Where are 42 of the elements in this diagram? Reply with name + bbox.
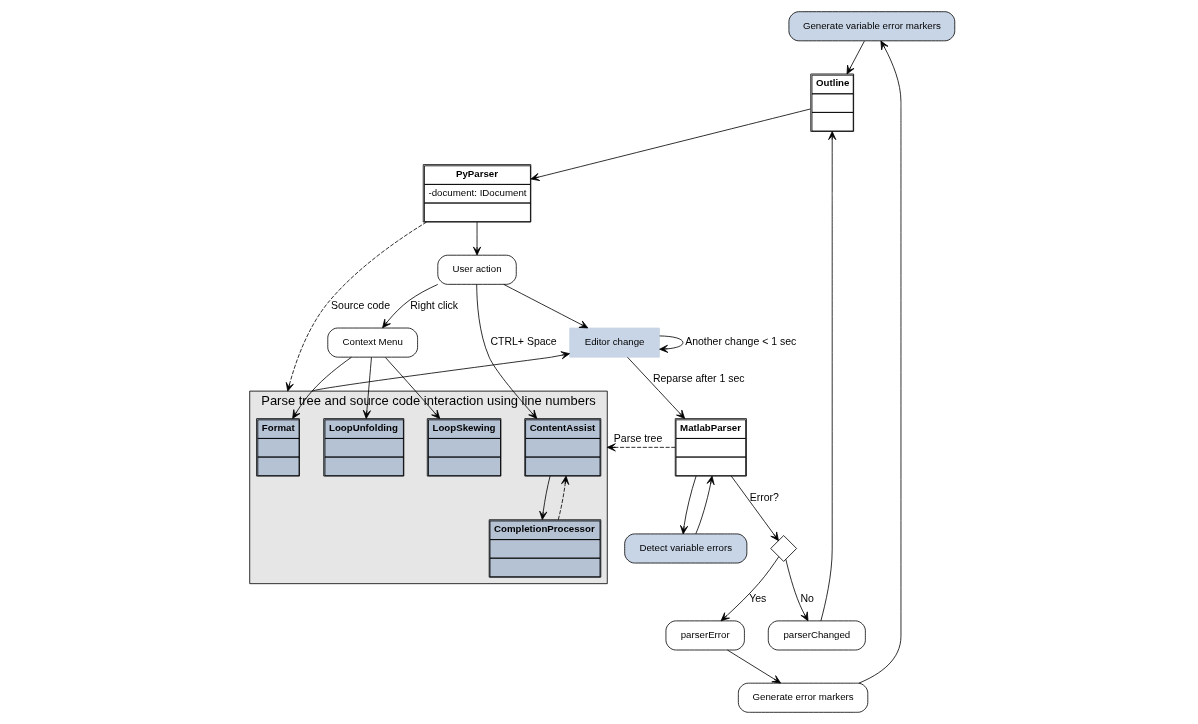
arrow xyxy=(503,284,589,329)
arrow xyxy=(311,351,570,392)
arrow xyxy=(727,649,781,684)
edge-label: No xyxy=(800,591,814,604)
arrow xyxy=(292,356,352,419)
arrow xyxy=(695,475,715,535)
arrow xyxy=(627,356,686,419)
node-box: parserError xyxy=(665,620,745,651)
node-box: Editor change xyxy=(569,327,660,358)
arrow xyxy=(362,356,372,419)
node-box: parserChanged xyxy=(767,620,866,651)
arrow xyxy=(730,475,779,542)
arrow xyxy=(785,558,809,622)
node-box: User action xyxy=(437,254,517,285)
arrow xyxy=(846,40,865,75)
node-box: Generate variable error markers xyxy=(788,11,956,42)
arrow xyxy=(382,284,439,329)
node-box: Context Menu xyxy=(327,327,418,358)
node-box: Generate error markers xyxy=(737,682,869,713)
arrow xyxy=(530,108,811,181)
arrow xyxy=(606,443,676,452)
edge-label: Yes xyxy=(749,591,767,604)
edge-label: Source code xyxy=(331,298,391,311)
arrow xyxy=(384,356,441,419)
edge-label: Right click xyxy=(410,298,459,311)
arrow xyxy=(285,221,427,392)
edge-label: Reparse after 1 sec xyxy=(652,371,745,384)
edge-label: Parse tree xyxy=(613,432,663,445)
arrow xyxy=(476,284,538,419)
arrow xyxy=(720,556,780,622)
arrow xyxy=(557,475,570,520)
node-box: Detect variable errors xyxy=(624,533,748,564)
node-diamond xyxy=(770,535,797,562)
arrow xyxy=(820,131,837,622)
arrow xyxy=(473,221,482,256)
edge-label: Error? xyxy=(749,490,779,503)
arrow xyxy=(539,475,551,520)
arrow xyxy=(659,335,684,353)
edge-label: CTRL+ Space xyxy=(490,335,557,348)
edge-label: Another change < 1 sec xyxy=(685,335,797,348)
arrow xyxy=(858,40,902,684)
arrow xyxy=(680,475,697,535)
